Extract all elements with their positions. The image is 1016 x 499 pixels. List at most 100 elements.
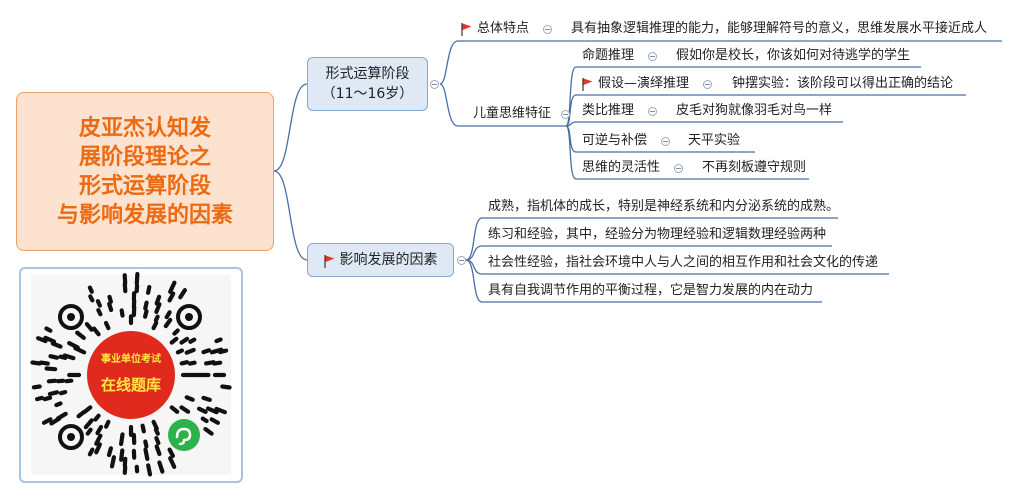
- qr-ray: [31, 384, 42, 390]
- qr-ray: [209, 417, 220, 425]
- qr-ray: [204, 360, 216, 366]
- collapse-icon[interactable]: [648, 51, 658, 61]
- qr-ray: [154, 436, 161, 446]
- qr-ray: [38, 360, 50, 366]
- collapse-icon[interactable]: [543, 24, 553, 34]
- thinking-label: 儿童思维特征: [473, 106, 552, 121]
- qr-ray: [122, 456, 128, 468]
- qr-ray: [201, 395, 212, 402]
- branch-influencing-factors[interactable]: 影响发展的因素: [307, 243, 454, 277]
- qr-ray: [197, 406, 208, 414]
- qr-ray: [151, 419, 159, 431]
- qr-ray: [201, 348, 212, 355]
- collapse-icon[interactable]: [661, 136, 671, 146]
- thinking-item-hypothetico-deductive[interactable]: 假设—演绎推理: [582, 74, 713, 94]
- qr-ray: [48, 354, 60, 360]
- collapse-icon[interactable]: [430, 80, 439, 89]
- qr-ray: [49, 416, 62, 426]
- collapse-icon[interactable]: [703, 79, 713, 89]
- qr-ray: [175, 348, 184, 355]
- flag-icon: [582, 77, 593, 91]
- thinking-item-analogical-example[interactable]: 皮毛对狗就像羽毛对鸟一样: [676, 103, 833, 118]
- qr-ray: [109, 455, 117, 469]
- qr-ray: [96, 307, 103, 317]
- item-label: 可逆与补偿: [582, 133, 648, 148]
- qr-ray: [119, 308, 125, 318]
- qr-ray: [167, 447, 175, 458]
- qr-ray: [179, 405, 191, 414]
- qr-ray: [62, 353, 76, 361]
- qr-ray: [84, 321, 94, 332]
- qr-center-badge: [87, 331, 175, 419]
- overall-text-node[interactable]: 具有抽象逻辑推理的能力，能够理解符号的意义，思维发展水平接近成人: [571, 21, 988, 36]
- thinking-item-analogical[interactable]: 类比推理: [582, 101, 658, 121]
- overall-characteristics-node[interactable]: 总体特点: [461, 19, 553, 39]
- thinking-item-reversibility[interactable]: 可逆与补偿: [582, 131, 671, 151]
- factor-item-social-experience[interactable]: 社会性经验，指社会环境中人与人之间的相互作用和社会文化的传递: [488, 255, 879, 270]
- qr-ray: [184, 347, 196, 355]
- qr-ray: [67, 340, 80, 350]
- qr-ray: [200, 416, 209, 424]
- qr-ray: [88, 294, 95, 303]
- qr-ray: [220, 384, 232, 390]
- collapse-icon[interactable]: [457, 256, 466, 265]
- central-line-4: 与影响发展的因素: [56, 202, 233, 228]
- central-line-3: 形式运算阶段: [78, 173, 211, 199]
- qr-ray: [212, 360, 223, 366]
- qr-line-2: 在线题库: [101, 376, 161, 394]
- qr-ray: [42, 395, 53, 402]
- qr-ray: [30, 360, 42, 366]
- qr-ray: [187, 360, 197, 366]
- qr-ray: [153, 427, 160, 436]
- qr-ray: [168, 456, 177, 469]
- qr-ray: [103, 320, 111, 331]
- qr-ray: [163, 317, 173, 329]
- qr-ray: [107, 294, 114, 304]
- factor-item-maturation[interactable]: 成熟，指机体的成长，特别是神经系统和内分泌系统的成熟。: [488, 199, 840, 214]
- qr-ray: [47, 390, 60, 397]
- qr-ray: [143, 439, 149, 449]
- qr-ray: [164, 310, 172, 320]
- thinking-characteristics-node[interactable]: 儿童思维特征: [473, 104, 571, 124]
- thinking-item-reversibility-example[interactable]: 天平实验: [688, 133, 741, 148]
- qr-ray: [58, 389, 68, 396]
- collapse-icon[interactable]: [648, 106, 658, 116]
- mini-program-icon: [168, 419, 200, 451]
- item-label: 假设—演绎推理: [598, 76, 690, 91]
- qr-ray: [87, 285, 94, 294]
- qr-ray: [75, 330, 86, 341]
- qr-ray: [167, 291, 176, 303]
- qr-ray: [179, 360, 190, 366]
- branch-formal-operational[interactable]: 形式运算阶段 （11～16岁）: [307, 57, 428, 111]
- thinking-item-hypothetico-deductive-example[interactable]: 钟摆实验：该阶段可以得出正确的结论: [732, 76, 954, 91]
- thinking-item-flexibility-example[interactable]: 不再刻板遵守规则: [702, 160, 807, 175]
- central-topic[interactable]: 皮亚杰认知发 展阶段理论之 形式运算阶段 与影响发展的因素: [16, 92, 274, 251]
- branch-subtitle: （11～16岁）: [321, 86, 414, 102]
- qr-ray: [168, 280, 177, 294]
- qr-code-icon: 事业单位考试 在线题库: [30, 271, 232, 477]
- item-label: 命题推理: [582, 48, 635, 63]
- qr-ray: [50, 341, 63, 349]
- qr-ray: [203, 427, 214, 436]
- qr-ray: [143, 300, 149, 311]
- qr-ray: [145, 284, 152, 295]
- qr-ray: [58, 354, 68, 361]
- qr-line-1: 事业单位考试: [101, 352, 161, 365]
- qr-code-panel[interactable]: 事业单位考试 在线题库: [19, 267, 243, 483]
- thinking-item-propositional[interactable]: 命题推理: [582, 46, 658, 66]
- flag-icon: [323, 254, 335, 268]
- qr-ray: [85, 427, 93, 436]
- factor-item-equilibration[interactable]: 具有自我调节作用的平衡过程，它是智力发展的内在动力: [488, 283, 814, 298]
- qr-ray: [87, 447, 95, 457]
- central-line-1: 皮亚杰认知发: [78, 115, 211, 141]
- qr-ray: [43, 335, 57, 344]
- thinking-item-flexibility[interactable]: 思维的灵活性: [582, 158, 684, 178]
- thinking-item-propositional-example[interactable]: 假如你是校长，你该如何对待逃学的学生: [676, 48, 911, 63]
- qr-ray: [83, 418, 94, 430]
- qr-ray: [214, 337, 223, 344]
- factor-item-experience[interactable]: 练习和经验，其中，经验分为物理经验和逻辑数理经验两种: [488, 227, 827, 242]
- qr-ray: [64, 378, 74, 384]
- collapse-icon[interactable]: [561, 109, 571, 119]
- collapse-icon[interactable]: [674, 163, 684, 173]
- qr-ray: [54, 401, 63, 408]
